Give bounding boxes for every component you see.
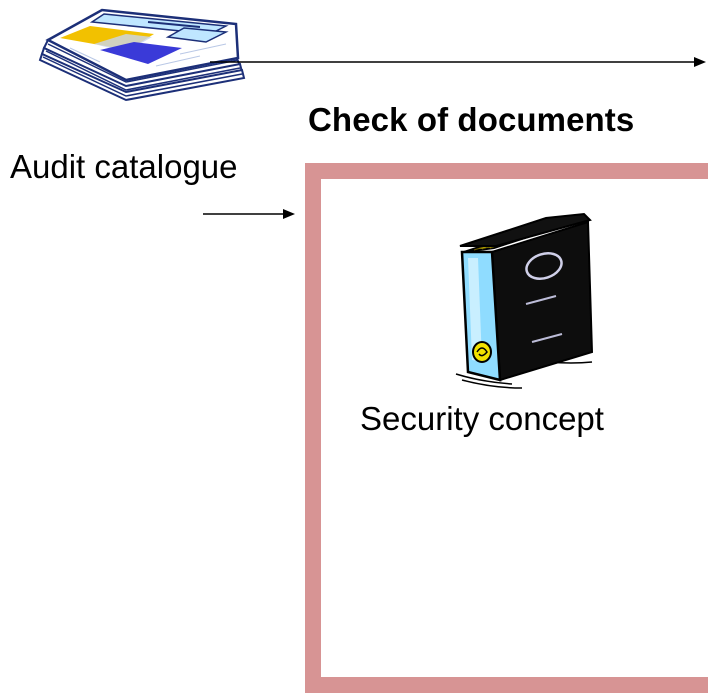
binder-icon [452,212,604,390]
arrow-into-frame [203,206,296,222]
security-concept-label: Security concept [360,400,604,437]
audit-catalogue-label: Audit catalogue [10,148,238,185]
arrow-to-right [210,54,708,70]
paper-stack-icon [30,4,270,104]
frame-title: Check of documents [308,101,635,138]
